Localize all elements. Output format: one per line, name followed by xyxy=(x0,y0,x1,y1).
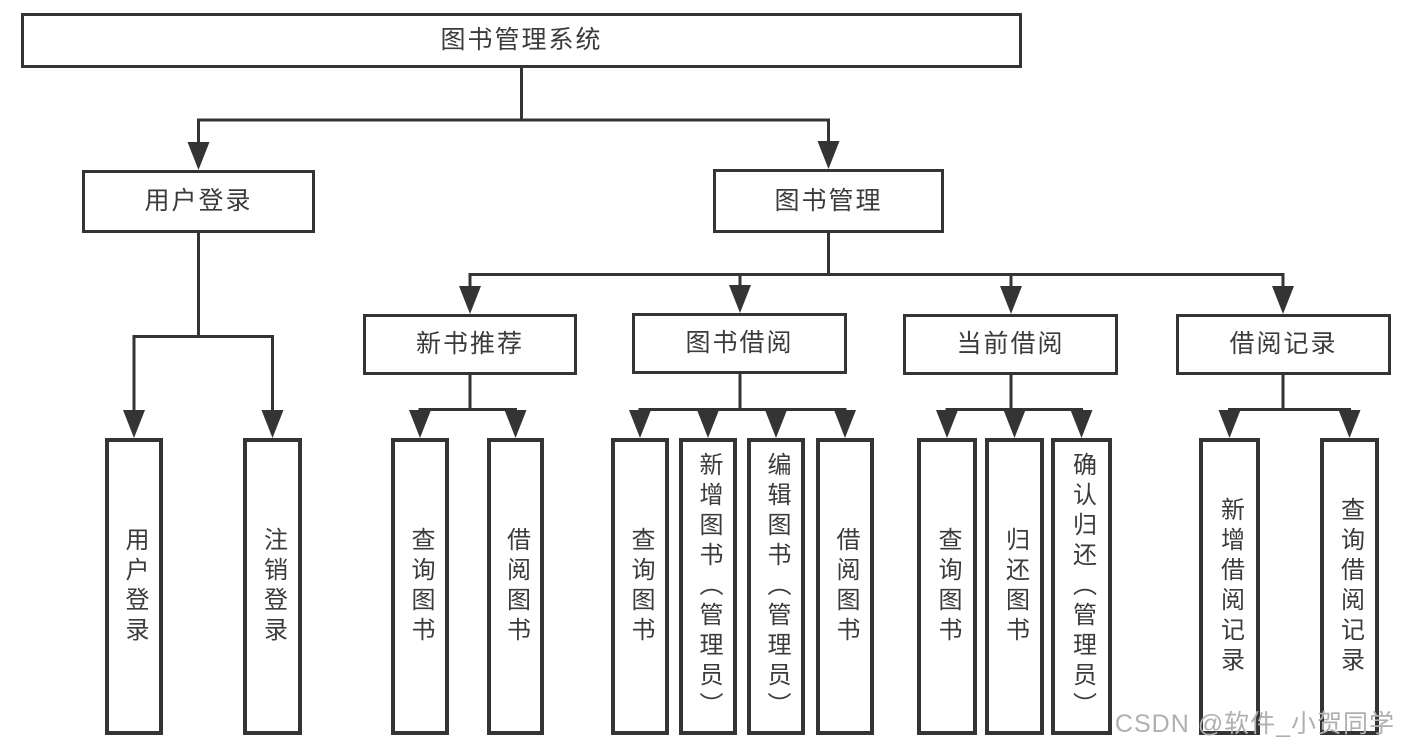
node-leaf-confirm-return-admin: 确认归还（管理员） xyxy=(1051,438,1112,735)
node-label: 确认归还（管理员） xyxy=(1068,451,1096,722)
node-book-management: 图书管理 xyxy=(713,169,944,233)
node-leaf-user-login: 用户登录 xyxy=(105,438,163,735)
node-leaf-query-books-1: 查询图书 xyxy=(391,438,449,735)
node-label: 查询图书 xyxy=(407,526,434,647)
node-leaf-query-books-3: 查询图书 xyxy=(917,438,977,735)
node-label: 图书管理系统 xyxy=(440,26,603,54)
node-label: 用户登录 xyxy=(144,187,253,215)
node-label: 注销登录 xyxy=(259,526,287,647)
node-leaf-borrow-books-2: 借阅图书 xyxy=(816,438,874,735)
node-label: 新书推荐 xyxy=(415,330,524,358)
node-current-borrowing: 当前借阅 xyxy=(903,314,1118,375)
node-leaf-query-books-2: 查询图书 xyxy=(611,438,669,735)
node-new-book-recommend: 新书推荐 xyxy=(363,314,577,375)
arrowheads xyxy=(123,141,1361,438)
node-label: 借阅图书 xyxy=(502,526,530,647)
node-label: 新增借阅记录 xyxy=(1216,496,1244,677)
node-label: 借阅图书 xyxy=(832,526,859,647)
node-label: 查询图书 xyxy=(627,526,654,647)
node-leaf-return-books: 归还图书 xyxy=(985,438,1044,735)
node-label: 新增图书（管理员） xyxy=(695,451,722,722)
node-leaf-edit-books-admin: 编辑图书（管理员） xyxy=(747,438,805,735)
node-book-borrowing: 图书借阅 xyxy=(632,313,847,374)
node-leaf-borrow-books-1: 借阅图书 xyxy=(487,438,544,735)
node-label: 当前借阅 xyxy=(956,330,1065,358)
node-leaf-add-books-admin: 新增图书（管理员） xyxy=(679,438,737,735)
node-root-system: 图书管理系统 xyxy=(21,13,1022,68)
csdn-watermark: CSDN @软件_小贺同学 xyxy=(1114,710,1395,738)
node-label: 编辑图书（管理员） xyxy=(763,451,790,722)
node-leaf-add-borrow-record: 新增借阅记录 xyxy=(1199,438,1260,735)
node-leaf-logout: 注销登录 xyxy=(243,438,302,735)
node-label: 图书管理 xyxy=(774,186,883,215)
node-borrow-records: 借阅记录 xyxy=(1176,314,1391,375)
node-label: 查询借阅记录 xyxy=(1336,496,1364,677)
node-label: 借阅记录 xyxy=(1229,330,1338,358)
node-leaf-query-borrow-record: 查询借阅记录 xyxy=(1320,438,1379,735)
node-label: 归还图书 xyxy=(1001,526,1029,647)
node-label: 图书借阅 xyxy=(685,329,794,357)
node-user-login: 用户登录 xyxy=(82,170,315,233)
node-label: 用户登录 xyxy=(121,526,148,647)
node-label: 查询图书 xyxy=(934,526,961,647)
